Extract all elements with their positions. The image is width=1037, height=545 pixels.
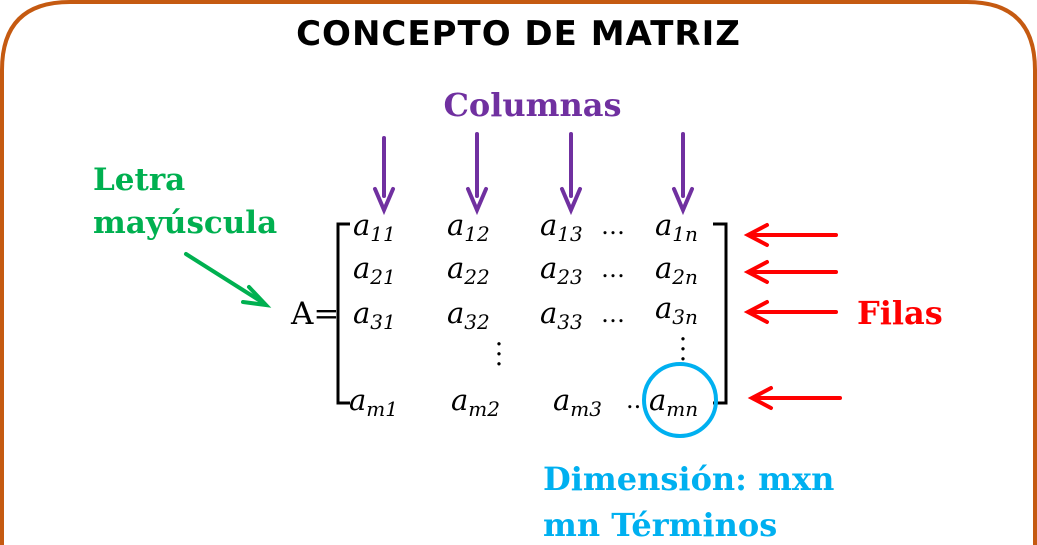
- letter-arrow: [184, 252, 272, 308]
- matrix-element-am1: am1: [349, 383, 398, 421]
- matrix-element-a2n: a2n: [655, 251, 698, 289]
- matrix-hdots-row1: …: [601, 212, 625, 240]
- matrix-element-a11: a11: [353, 208, 396, 246]
- matrix-hdots-row3: …: [601, 300, 625, 328]
- matrix-element-a31: a31: [353, 296, 396, 334]
- matrix-element-a33: a33: [540, 296, 583, 334]
- letra-label-line1: Letra: [93, 162, 186, 198]
- matrix-element-a23: a23: [540, 251, 583, 289]
- amn-highlight-circle: [642, 362, 718, 438]
- dimension-label: Dimensión: mxn: [543, 460, 835, 498]
- row-arrow-1: [743, 223, 838, 247]
- right-bracket: [713, 222, 728, 405]
- matrix-vdots-coln: ···: [678, 325, 688, 375]
- matrix-element-a32: a32: [447, 296, 490, 334]
- matrix-element-a1n: a1n: [655, 208, 698, 246]
- row-arrow-3: [743, 300, 838, 324]
- columnas-label: Columnas: [443, 86, 622, 124]
- letra-label-line2: mayúscula: [93, 205, 278, 241]
- column-arrow-4: [672, 132, 694, 216]
- column-arrow-1: [373, 136, 395, 216]
- row-arrow-m: [747, 386, 842, 410]
- matrix-element-a13: a13: [540, 208, 583, 246]
- column-arrow-2: [466, 132, 488, 216]
- matrix-element-am3: am3: [553, 383, 602, 421]
- column-arrow-3: [560, 132, 582, 216]
- matrix-hdots-rowm: ..: [626, 386, 642, 414]
- matrix-element-am2: am2: [451, 383, 500, 421]
- matrix-name: A=: [291, 296, 340, 332]
- matrix-element-amn: amn: [649, 383, 699, 421]
- matrix-element-a21: a21: [353, 251, 396, 289]
- terminos-label: mn Términos: [543, 506, 778, 544]
- matrix-hdots-row2: …: [601, 255, 625, 283]
- left-bracket: [336, 222, 350, 405]
- matrix-element-a22: a22: [447, 251, 490, 289]
- page-title: CONCEPTO DE MATRIZ: [296, 14, 741, 54]
- matrix-element-a12: a12: [447, 208, 490, 246]
- matrix-vdots-col2: ···: [494, 330, 504, 380]
- matrix-element-a3n: a3n: [655, 291, 698, 329]
- filas-label: Filas: [857, 294, 943, 332]
- row-arrow-2: [743, 260, 838, 284]
